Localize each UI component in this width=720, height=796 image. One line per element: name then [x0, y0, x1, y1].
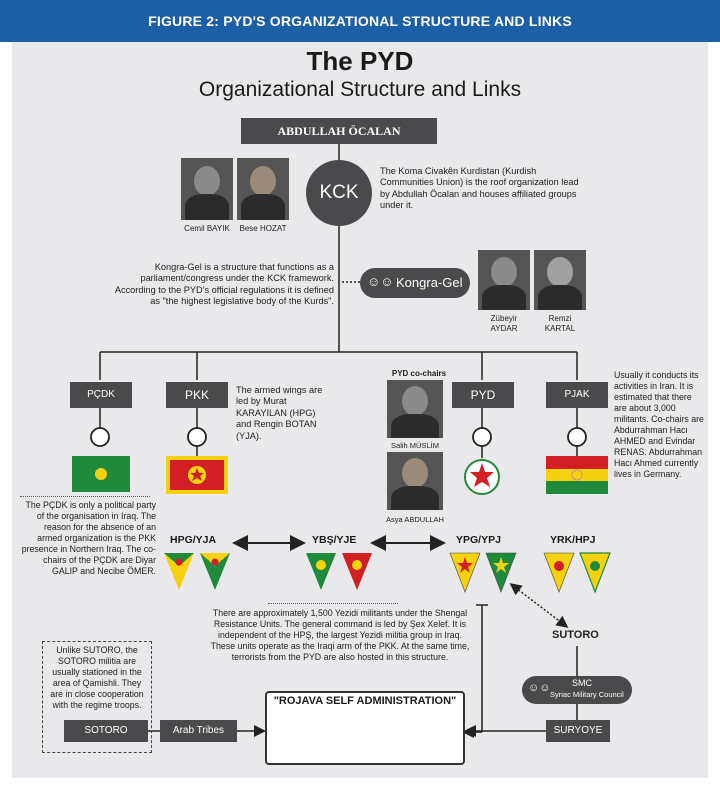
suryoye-box: SURYOYE: [546, 720, 610, 742]
pkk-box: PKK: [166, 382, 228, 408]
photo-cemil-bayik: [181, 158, 233, 220]
ybs-note: There are approximately 1,500 Yezidi mil…: [210, 608, 470, 662]
kongra-gel-description: Kongra-Gel is a structure that functions…: [114, 262, 334, 307]
ypg-ypj-pennants: [449, 552, 517, 593]
caption-bese-hozat: Bese HOZAT: [239, 224, 287, 233]
sub-title: Organizational Structure and Links: [198, 78, 522, 101]
pkk-note: The armed wings are led by Murat KARAYIL…: [236, 385, 323, 441]
pyd-box: PYD: [452, 382, 514, 408]
pjak-box: PJAK: [546, 382, 608, 408]
people-group-icon: ☺☺: [528, 682, 551, 694]
photo-remzi-kartal: [534, 250, 586, 310]
pcdk-note: The PÇDK is only a political party of th…: [21, 500, 156, 576]
unit-ypg-ypj: YPG/YPJ: [456, 534, 501, 546]
pjak-note: Usually it conducts its activities in Ir…: [614, 370, 704, 479]
caption-cemil-bayik: Cemil BAYIK: [184, 224, 230, 233]
pyd-emblem: [464, 459, 500, 495]
rojava-title: "ROJAVA SELF ADMINISTRATION": [273, 695, 457, 707]
pjak-flag: [546, 456, 608, 494]
ocalan-box: ABDULLAH ÖCALAN: [241, 118, 437, 144]
kongra-gel-pill: ☺☺ Kongra-Gel: [360, 268, 470, 298]
sotoro-note: Unlike SUTORO, the SOTORO militia are us…: [50, 645, 144, 710]
arab-tribes-box: Arab Tribes: [160, 720, 237, 742]
caption-asya-abdullah: Asya ABDULLAH: [386, 515, 444, 524]
pyd-co-chairs-title: PYD co-chairs: [391, 369, 447, 378]
unit-hpg-yja: HPG/YJA: [170, 534, 217, 546]
sotoro-note-box: [42, 641, 152, 753]
photo-salih-muslim: [387, 380, 443, 438]
figure-banner: FIGURE 2: PYD'S ORGANIZATIONAL STRUCTURE…: [0, 0, 720, 42]
ybs-note-divider: [268, 603, 398, 604]
kck-circle: KCK: [306, 160, 372, 226]
pcdk-flag: [72, 456, 130, 492]
pcdk-note-divider: [20, 496, 150, 497]
tev-dem-label: TEV-DEM: [348, 731, 384, 740]
kongra-gel-label: Kongra-Gel: [396, 275, 463, 290]
hpg-yja-pennants: [164, 553, 230, 590]
ybs-yje-pennants: [306, 553, 372, 590]
main-title: The PYD: [306, 46, 414, 76]
unit-yrk-hpj: YRK/HPJ: [550, 534, 596, 546]
kck-description: The Koma Civakên Kurdistan (Kurdish Comm…: [380, 166, 579, 211]
smc-full-name: Syriac Military Council: [550, 690, 624, 699]
content-panel: [12, 42, 708, 778]
sotoro-box: SOTORO: [64, 720, 148, 742]
photo-zubeyir-aydar: [478, 250, 530, 310]
people-group-icon: ☺☺: [367, 274, 394, 289]
caption-salih-muslim: Salih MÜSLİM: [391, 441, 439, 450]
pcdk-box: PÇDK: [70, 382, 132, 408]
smc-label: SMC: [572, 678, 592, 688]
photo-asya-abdullah: [387, 452, 443, 510]
rojava-box: [265, 691, 465, 765]
unit-ybs-yje: YBŞ/YJE: [312, 534, 357, 546]
photo-bese-hozat: [237, 158, 289, 220]
smc-pill: ☺☺ SMC Syriac Military Council: [522, 676, 632, 704]
sutoro-label: SUTORO: [552, 629, 599, 641]
yrk-hpj-pennants: [543, 552, 611, 594]
pkk-flag: [166, 456, 228, 494]
